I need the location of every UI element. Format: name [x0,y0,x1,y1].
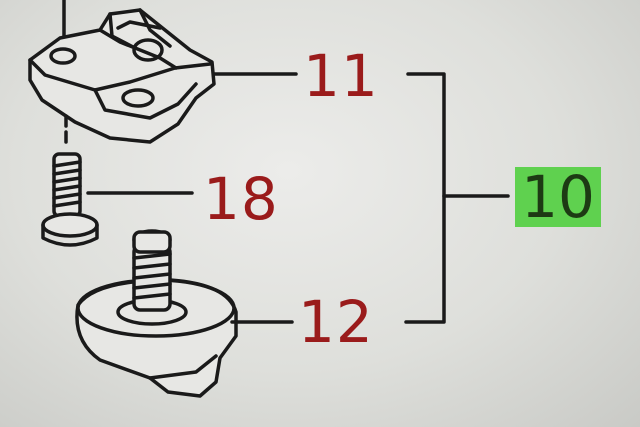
screw-part-18 [41,152,99,247]
bracket-part-11 [28,8,216,144]
callout-part-12: 12 [298,288,374,356]
callout-assembly-10: 10 [515,167,601,227]
callout-part-18: 18 [203,165,279,233]
stud-part-12 [75,229,238,398]
assembly-bracket [404,72,446,324]
callout-part-11: 11 [303,42,379,110]
